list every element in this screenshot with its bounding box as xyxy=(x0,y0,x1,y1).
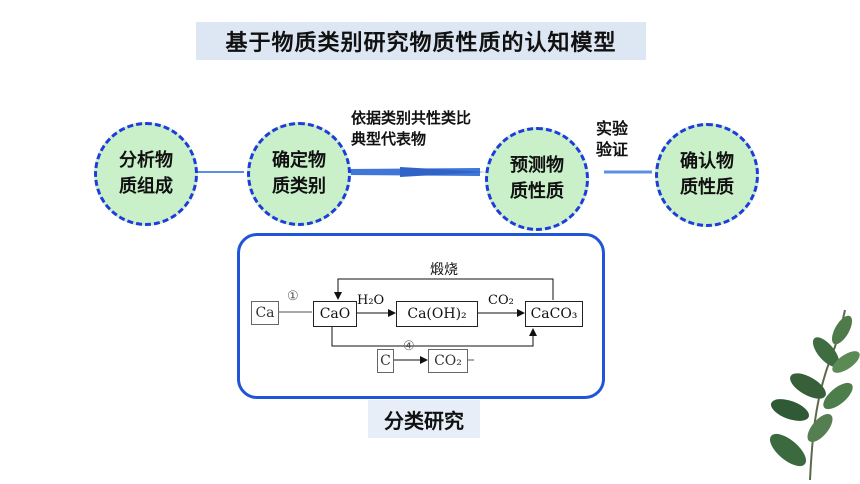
formula-co2-box: CO₂ xyxy=(434,353,462,369)
step-label: 预测物质性质 xyxy=(510,155,564,202)
arrow-co2-caco3 xyxy=(331,327,537,347)
step-1-mark: ① xyxy=(287,289,299,304)
step-label: 确认物质性质 xyxy=(680,151,734,198)
formula-caco3: CaCO₃ xyxy=(530,306,578,322)
title-bar: 基于物质类别研究物质性质的认知模型 xyxy=(196,22,646,60)
box-ca: Ca xyxy=(251,301,279,325)
leaf-decoration-icon xyxy=(769,309,860,481)
arrow-calcine xyxy=(334,278,554,300)
analogy-arrowhead xyxy=(400,167,486,177)
page-title: 基于物质类别研究物质性质的认知模型 xyxy=(225,31,617,56)
box-caoh2: Ca(OH)₂ xyxy=(396,301,478,327)
analogy-label: 依据类别共性类比典型代表物 xyxy=(351,109,472,148)
box-cao: CaO xyxy=(313,301,357,327)
step-analyze-composition: 分析物质组成 xyxy=(94,122,198,226)
box-caco3: CaCO₃ xyxy=(525,301,583,327)
formula-ca: Ca xyxy=(255,305,275,321)
step-label: 确定物质类别 xyxy=(272,150,326,197)
formula-caoh2: Ca(OH)₂ xyxy=(407,306,467,322)
calcine-label: 煅烧 xyxy=(430,262,458,278)
box-c: C xyxy=(377,349,394,373)
verify-label: 实验验证 xyxy=(596,119,629,159)
co2-label: CO₂ xyxy=(488,293,514,308)
step-determine-category: 确定物质类别 xyxy=(247,122,351,226)
step-predict-property: 预测物质性质 xyxy=(485,127,589,231)
step-confirm-property: 确认物质性质 xyxy=(655,123,759,227)
panel-caption-box: 分类研究 xyxy=(368,400,480,438)
panel-caption: 分类研究 xyxy=(384,408,464,433)
h2o-label: H₂O xyxy=(357,293,385,308)
formula-c: C xyxy=(380,353,391,369)
box-co2: CO₂ xyxy=(428,349,468,373)
step-label: 分析物质组成 xyxy=(119,150,173,197)
step-4-mark: ④ xyxy=(403,339,415,354)
formula-cao: CaO xyxy=(319,306,351,322)
